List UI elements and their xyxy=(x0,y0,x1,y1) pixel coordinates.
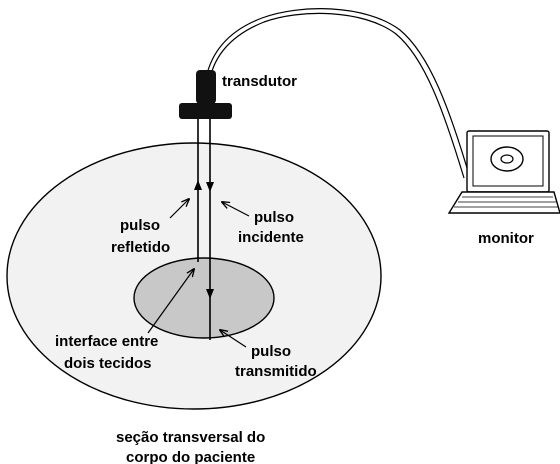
incident-arrowhead-down xyxy=(206,182,214,192)
pulso-transmitido-label-1: pulso xyxy=(251,343,291,360)
transmitted-arrowhead-down xyxy=(206,289,214,299)
pulso-incidente-label-2: incidente xyxy=(238,229,304,246)
pulso-incidente-label-1: pulso xyxy=(254,209,294,226)
incidente-pointer-arrow xyxy=(222,202,250,217)
transmitido-pointer-arrow xyxy=(220,330,247,348)
screen-inner-ellipse xyxy=(500,154,514,164)
transducer-handle xyxy=(196,70,216,104)
interface-label-1: interface entre xyxy=(55,333,158,350)
monitor-laptop xyxy=(447,130,560,214)
reflected-arrowhead-up xyxy=(194,180,202,190)
pulso-refletido-label-2: refletido xyxy=(111,239,170,256)
cable xyxy=(205,8,471,179)
secao-label-1: seção transversal do xyxy=(116,429,265,446)
keyboard-base xyxy=(447,191,560,214)
monitor-label: monitor xyxy=(478,230,534,247)
refletido-pointer-arrow xyxy=(169,199,189,219)
pulso-transmitido-label-2: transmitido xyxy=(235,363,317,380)
secao-label-2: corpo do paciente xyxy=(126,449,255,464)
pulso-refletido-label-1: pulso xyxy=(120,217,160,234)
transdutor-label: transdutor xyxy=(222,73,297,90)
tissue-region xyxy=(133,257,275,339)
interface-pointer-arrow xyxy=(147,269,194,334)
transducer xyxy=(179,70,232,119)
interface-label-2: dois tecidos xyxy=(64,355,152,372)
transducer-base xyxy=(179,103,232,119)
